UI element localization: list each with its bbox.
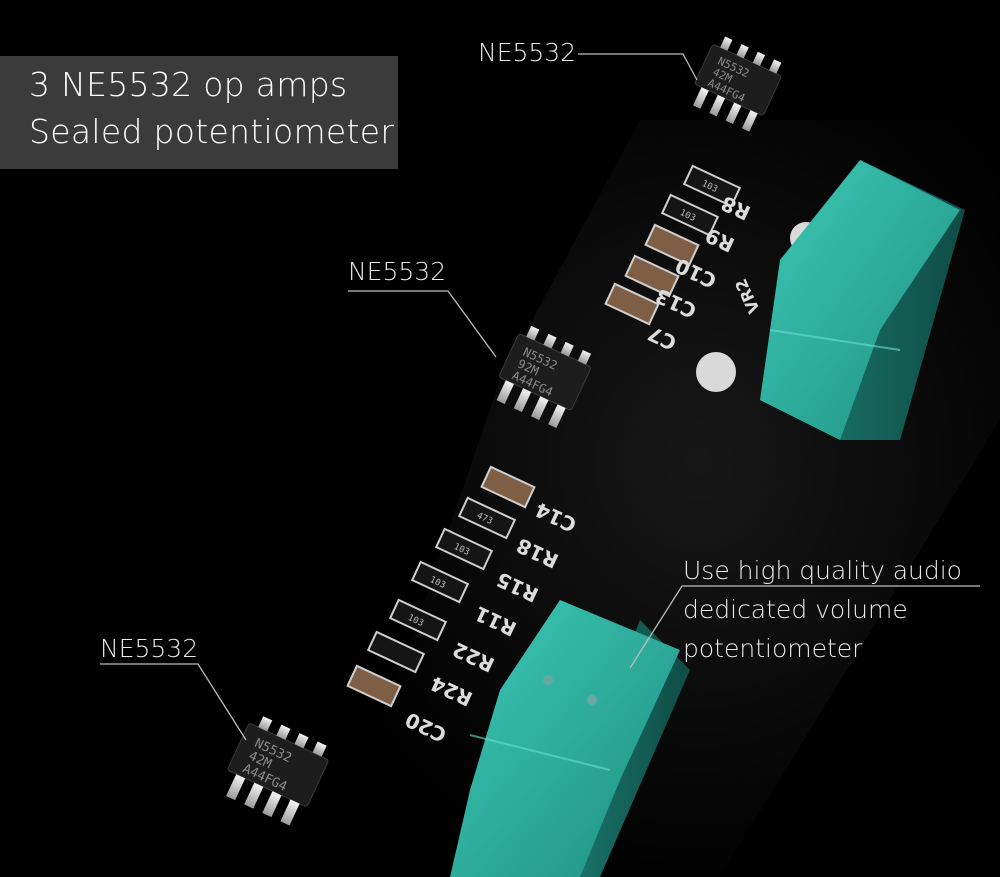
ic-chip-top: N5532 42M A44FG4 (693, 36, 782, 132)
potentiometer-note: Use high quality audio dedicated volume … (683, 551, 993, 668)
caption-line-opamps: 3 NE5532 op amps (29, 65, 348, 104)
caption-line-potentiometer: Sealed potentiometer (29, 112, 395, 151)
callout-line-note (629, 585, 980, 669)
potentiometer-lower (450, 600, 690, 877)
feature-caption-box: 3 NE5532 op amps Sealed potentiometer (0, 56, 398, 169)
callout-lines (100, 53, 980, 741)
smd-components-upper: 103 103 (604, 164, 742, 326)
smd-components-lower: 473 103 103 103 (346, 465, 536, 708)
callout-label-top-chip: NE5532 (478, 38, 577, 67)
callout-label-middle-chip: NE5532 (348, 257, 447, 286)
ic-chip-bottom: N5532 42M A44FG4 (226, 716, 329, 826)
note-line-1: Use high quality audio (683, 556, 962, 585)
note-line-3: potentiometer (683, 634, 863, 663)
note-line-2: dedicated volume (683, 595, 908, 624)
potentiometer-upper (696, 160, 965, 440)
callout-label-bottom-chip: NE5532 (100, 634, 199, 663)
callout-line-top (578, 53, 698, 81)
ic-chip-middle: N5532 92M A44FG4 (496, 325, 592, 429)
callout-line-bottom (100, 663, 247, 741)
callout-line-middle (348, 290, 497, 358)
